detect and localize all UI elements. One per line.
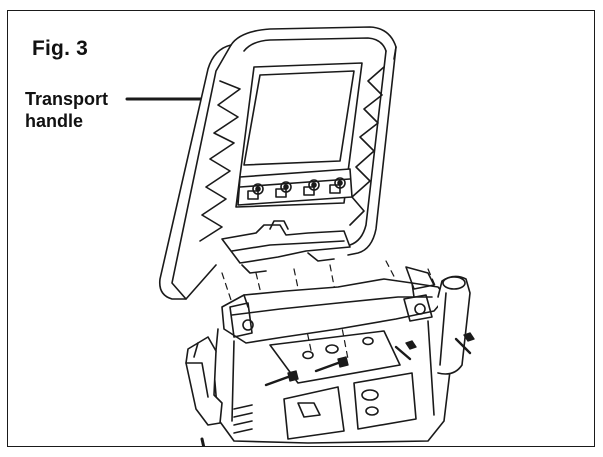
callout-line-1: Transport [25, 89, 109, 109]
screw-1 [264, 370, 299, 387]
figure-label: Fig. 3 [32, 37, 89, 60]
screws [264, 332, 475, 387]
base-housing [185, 266, 471, 446]
figure-frame: Fig. 3 Transport handle [7, 10, 595, 447]
callout-line-2: handle [25, 111, 84, 131]
screw-3 [394, 340, 417, 361]
transport-handle [158, 26, 397, 300]
assembly-drawing [125, 26, 475, 446]
transport-handle-callout: Transport handle [25, 88, 108, 132]
screw-4 [454, 332, 475, 355]
handle-screw-sockets [247, 177, 346, 200]
screw-2 [314, 356, 349, 373]
